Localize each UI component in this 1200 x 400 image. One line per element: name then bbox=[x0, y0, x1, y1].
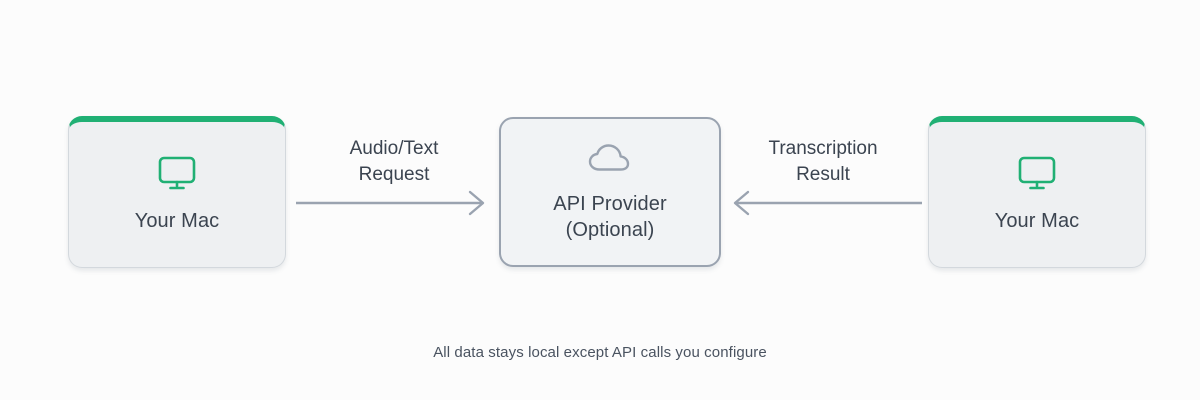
request-arrow-label: Audio/Text Request bbox=[284, 136, 504, 188]
response-arrow-label-line1: Transcription bbox=[768, 138, 878, 159]
node-label-text: Your Mac bbox=[134, 210, 220, 232]
node-sublabel-text: (Optional) bbox=[565, 218, 655, 241]
node-label: Your Mac bbox=[135, 208, 220, 234]
request-arrow bbox=[296, 183, 492, 223]
node-api-provider: API Provider (Optional) bbox=[499, 117, 721, 267]
node-your-mac-right: Your Mac bbox=[928, 116, 1146, 268]
node-label-text: API Provider bbox=[553, 192, 667, 215]
response-arrow bbox=[724, 183, 922, 223]
response-arrow-label-line2: Result bbox=[796, 164, 850, 185]
node-label-text: Your Mac bbox=[994, 210, 1080, 232]
desktop-monitor-icon bbox=[157, 155, 197, 196]
cloud-icon bbox=[587, 142, 633, 179]
node-label: Your Mac bbox=[995, 208, 1080, 234]
node-label: API Provider (Optional) bbox=[553, 191, 666, 243]
node-your-mac-left: Your Mac bbox=[68, 116, 286, 268]
request-arrow-label-line1: Audio/Text bbox=[349, 138, 439, 159]
diagram-caption: All data stays local except API calls yo… bbox=[433, 344, 767, 361]
request-arrow-label-line2: Request bbox=[358, 164, 430, 185]
response-arrow-label: Transcription Result bbox=[713, 136, 933, 188]
desktop-monitor-icon bbox=[1017, 155, 1057, 196]
